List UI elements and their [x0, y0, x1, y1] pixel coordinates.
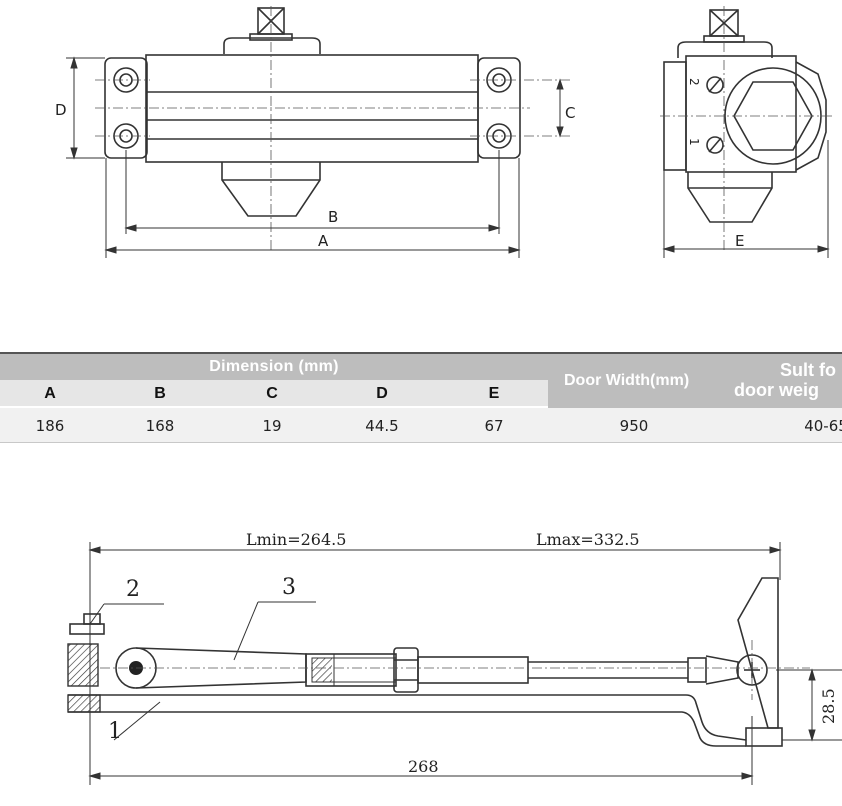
dim-label-b: B: [328, 208, 338, 226]
lmin-label: Lmin=264.5: [246, 530, 346, 549]
arm-assembly: [68, 577, 783, 747]
door-weight-value: 40-65: [804, 417, 842, 435]
dimension-header-label: Dimension (mm): [209, 358, 339, 375]
arm-base-section: [67, 694, 101, 713]
value-b: 168: [145, 417, 175, 435]
part-1-label: 1: [108, 719, 122, 744]
suit-header-line2: door weig: [734, 380, 819, 400]
door-width-header: Door Width(mm): [564, 372, 690, 389]
dimension-header: Dimension (mm): [0, 352, 548, 380]
dimension-subheader: A B C D E: [0, 380, 548, 406]
col-header-e: E: [488, 385, 500, 402]
screw-label-2: 2: [687, 78, 701, 86]
col-header-a: A: [44, 385, 56, 402]
dimension-lines-side: [662, 140, 830, 258]
part-3-label: 3: [282, 575, 296, 600]
screw-label-1: 1: [687, 138, 701, 146]
door-width-value: 950: [619, 417, 649, 435]
suit-header-line1: Sult fo: [780, 360, 836, 380]
dim-label-e: E: [735, 232, 744, 250]
dim-label-a: A: [318, 232, 329, 250]
dim-label-c: C: [565, 104, 575, 122]
col-header-d: D: [376, 385, 388, 402]
dim-label-d: D: [55, 101, 67, 119]
sleeve-section: [312, 658, 332, 682]
extra-header: Door Width(mm) Sult fo door weig: [548, 352, 842, 410]
dimension-lines-front: [66, 56, 564, 258]
col-header-b: B: [154, 385, 166, 402]
spec-row: 186 168 19 44.5 67 950 40-65: [0, 408, 842, 443]
value-d: 44.5: [365, 417, 399, 435]
value-c: 19: [262, 417, 282, 435]
lmax-label: Lmax=332.5: [536, 530, 640, 549]
value-e: 67: [484, 417, 504, 435]
spec-table: Dimension (mm) A B C D E Door Width(mm) …: [0, 352, 842, 444]
arm-clamp-section: [67, 643, 99, 687]
value-a: 186: [35, 417, 65, 435]
height-dim-label: 28.5: [819, 688, 838, 724]
length-dim-label: 268: [408, 757, 439, 776]
part-2-label: 2: [126, 577, 140, 602]
col-header-c: C: [266, 385, 278, 402]
closer-front-view: [104, 7, 521, 217]
dimension-lines-arm: [88, 542, 842, 785]
